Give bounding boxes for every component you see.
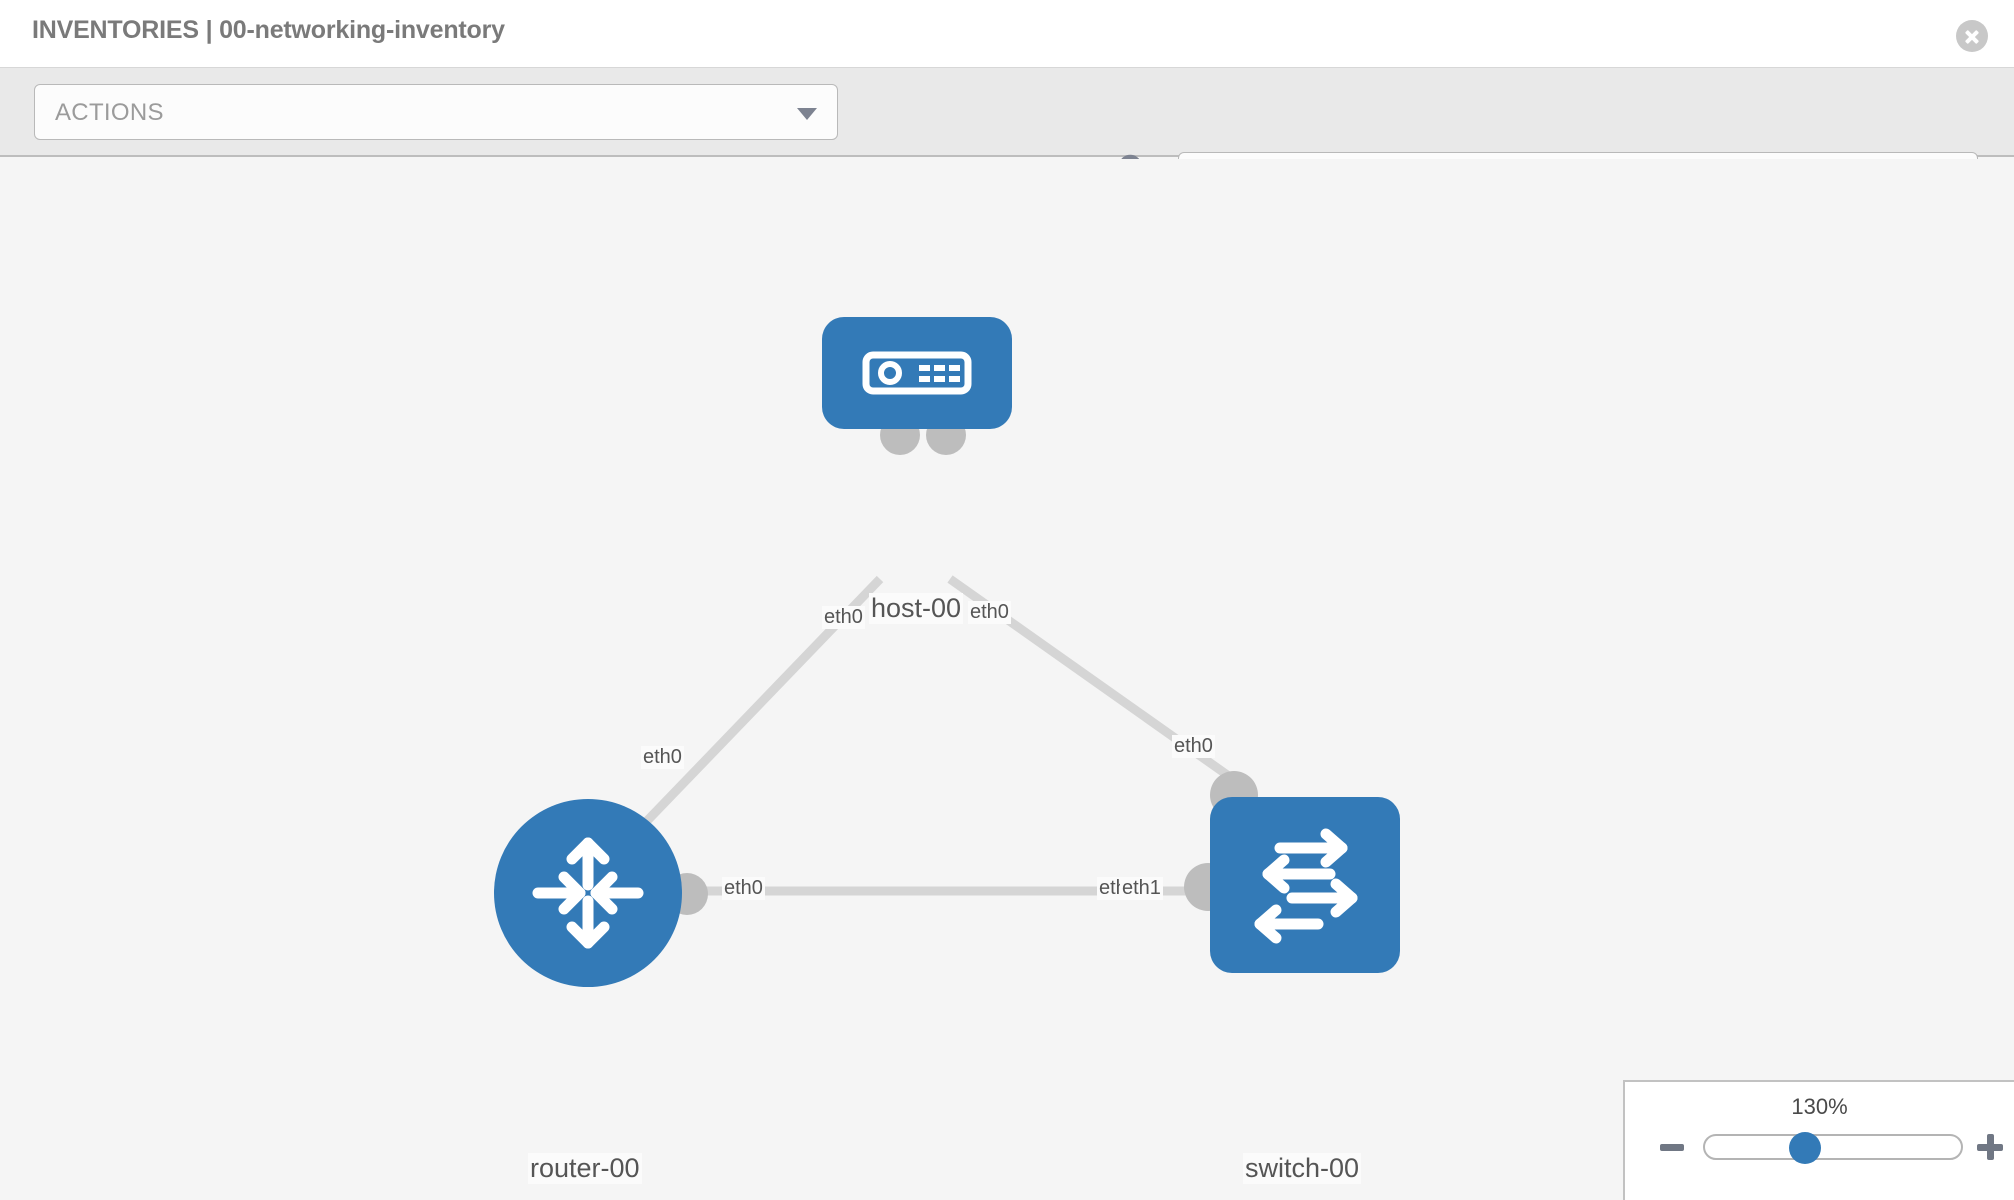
close-icon[interactable] (1956, 20, 1988, 52)
router-node-shape[interactable] (494, 799, 682, 987)
port-label-router-uplink: eth0 (641, 746, 684, 769)
node-host-00[interactable] (822, 317, 1012, 455)
switch-node-shape[interactable] (1210, 797, 1400, 973)
zoom-level-label: 130% (1791, 1094, 1848, 1119)
node-router-00[interactable] (494, 799, 724, 987)
topology-edges (616, 575, 1243, 896)
toolbar: ACTIONS SEARCH (0, 68, 2014, 208)
port-label-router-right: eth0 (722, 877, 765, 900)
zoom-slider-track[interactable] (1703, 1134, 1963, 1160)
port-label-host-right: eth0 (968, 601, 1011, 624)
node-label-switch-00: switch-00 (1243, 1153, 1362, 1184)
minus-icon[interactable] (1660, 1144, 1684, 1151)
actions-dropdown[interactable]: ACTIONS (34, 84, 838, 140)
router-arrows-icon (532, 837, 644, 949)
host-node-shape[interactable] (822, 317, 1012, 429)
actions-dropdown-label: ACTIONS (55, 99, 164, 126)
plus-icon[interactable] (1977, 1134, 2003, 1160)
topology-canvas[interactable]: eth0 eth0 host-00 (0, 159, 2014, 1200)
switch-arrows-icon (1254, 828, 1358, 944)
zoom-slider-thumb[interactable] (1789, 1132, 1821, 1164)
node-label-router-00: router-00 (528, 1153, 642, 1184)
node-label-host-00: host-00 (869, 593, 964, 624)
port-label-switch-top: eth0 (1172, 735, 1215, 758)
page-title: INVENTORIES | 00-networking-inventory (32, 16, 505, 44)
zoom-widget: 130% (1623, 1080, 2014, 1200)
chevron-down-icon (797, 108, 817, 120)
port-label-host-left: eth0 (822, 606, 865, 629)
port-label-switch-left-front: eth1 (1120, 877, 1163, 900)
page-header: INVENTORIES | 00-networking-inventory (0, 0, 2014, 68)
node-switch-00[interactable] (1184, 771, 1430, 979)
server-device-icon (862, 351, 972, 395)
